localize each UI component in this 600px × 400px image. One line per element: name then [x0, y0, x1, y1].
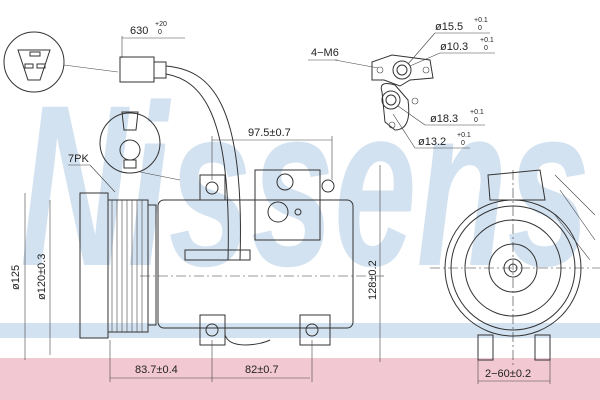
port1-label: ø15.5	[435, 21, 463, 33]
mount-spacing-label: 2−60±0.2	[485, 368, 531, 380]
compressor-body	[157, 169, 354, 346]
pulley	[79, 192, 157, 339]
svg-text:0: 0	[461, 140, 465, 147]
port4-label: ø13.2	[418, 136, 446, 148]
watermark-logo: Nissens	[20, 57, 590, 314]
svg-text:0: 0	[478, 25, 482, 32]
port-tolerances: +0.10 +0.10 +0.10 +0.10	[457, 17, 494, 147]
svg-text:+0.1: +0.1	[470, 109, 484, 116]
switch-detail	[99, 111, 181, 181]
height-label: 128±0.2	[367, 260, 379, 300]
connector-detail	[3, 31, 119, 93]
outer-diameter-label: ø125	[10, 265, 22, 290]
svg-text:+0.1: +0.1	[474, 17, 488, 24]
width-top-label: 97.5±0.7	[248, 127, 291, 139]
port2-label: ø10.3	[440, 41, 468, 53]
cable-connector	[119, 36, 241, 261]
port3-label: ø18.3	[430, 113, 458, 125]
cable-tol-plus: +20	[155, 21, 167, 28]
bolts-label: 4−M6	[311, 47, 339, 59]
svg-text:+0.1: +0.1	[480, 37, 494, 44]
pulley-diameter-label: ø120±0.3	[36, 254, 48, 300]
svg-text:+0.1: +0.1	[457, 132, 471, 139]
pink-band	[0, 358, 600, 400]
cable-tol-minus: 0	[158, 29, 162, 36]
belt-label: 7PK	[68, 153, 89, 165]
dist2-label: 82±0.7	[245, 364, 279, 376]
svg-text:0: 0	[484, 45, 488, 52]
port-flange-detail	[334, 32, 495, 149]
front-view	[430, 169, 600, 365]
svg-text:0: 0	[474, 117, 478, 124]
dist1-label: 83.7±0.4	[135, 364, 178, 376]
cable-length-label: 630	[130, 25, 148, 37]
